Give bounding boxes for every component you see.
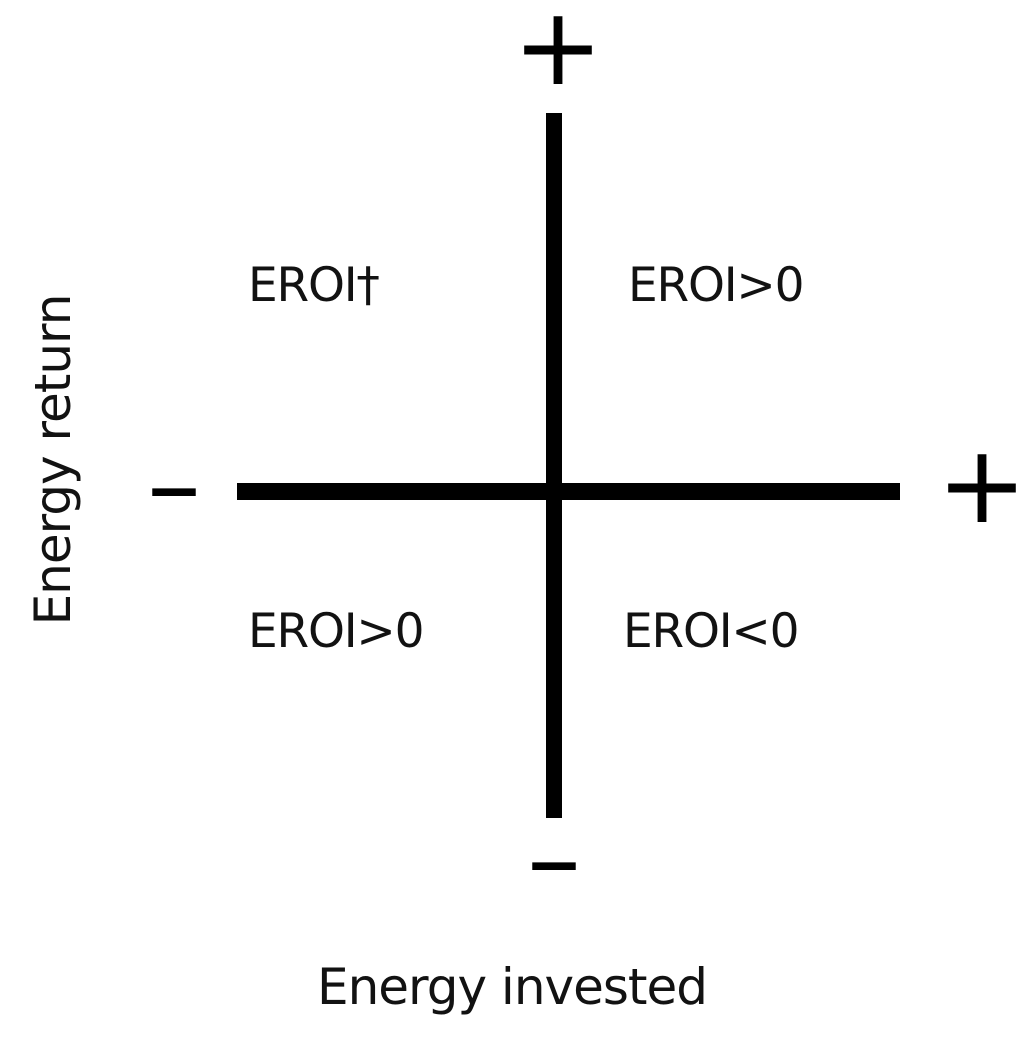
horizontal-axis-line bbox=[237, 483, 900, 500]
x-axis-negative-marker: – bbox=[147, 423, 201, 548]
y-axis-positive-marker: + bbox=[512, 0, 604, 110]
vertical-axis-line bbox=[546, 113, 562, 818]
quadrant-label-bottom-right: EROI<0 bbox=[623, 604, 799, 659]
x-axis-positive-marker: + bbox=[936, 423, 1024, 548]
y-axis-negative-marker: – bbox=[527, 797, 581, 922]
quadrant-label-bottom-left: EROI>0 bbox=[248, 604, 424, 659]
quadrant-label-top-right: EROI>0 bbox=[628, 258, 804, 313]
y-axis-title: Energy return bbox=[24, 294, 82, 626]
quadrant-label-top-left: EROI† bbox=[248, 258, 380, 313]
x-axis-title: Energy invested bbox=[316, 958, 708, 1016]
